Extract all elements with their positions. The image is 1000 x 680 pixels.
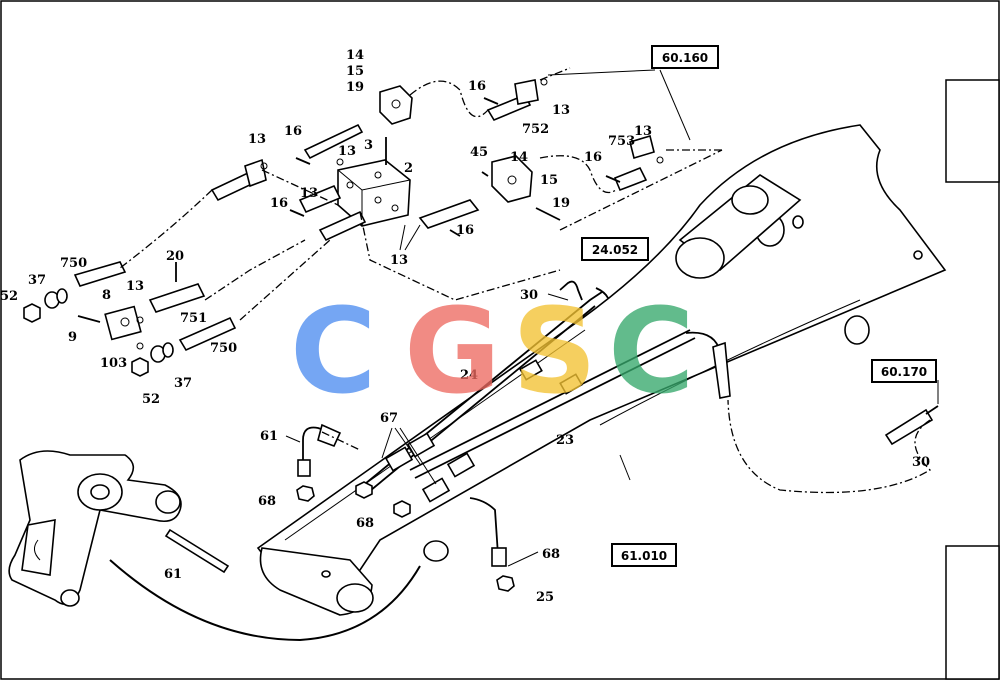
callout: 14 xyxy=(510,150,528,165)
callout: 13 xyxy=(390,253,408,268)
clamp-14-top xyxy=(379,85,413,125)
watermark-logo: C G S C xyxy=(290,282,695,420)
callout: 16 xyxy=(456,223,474,238)
callout: 751 xyxy=(180,311,207,326)
callout: 52 xyxy=(142,392,160,407)
ref-box-24-052[interactable]: 24.052 xyxy=(581,237,649,261)
ref-box-24-052-label: 24.052 xyxy=(592,243,638,257)
callout: 103 xyxy=(100,356,127,371)
nuts-and-washers xyxy=(23,78,664,377)
callout: 15 xyxy=(346,64,364,79)
side-tab-top xyxy=(945,79,1000,183)
ref-box-60-170[interactable]: 60.170 xyxy=(871,359,937,383)
callout: 8 xyxy=(102,288,111,303)
callout: 16 xyxy=(284,124,302,139)
callout: 750 xyxy=(60,256,87,271)
watermark-letter: G xyxy=(404,282,501,420)
ref-box-60-160[interactable]: 60.160 xyxy=(651,45,719,69)
callout: 30 xyxy=(912,455,930,470)
watermark-letter: S xyxy=(512,282,597,420)
callout: 23 xyxy=(556,433,574,448)
callout: 19 xyxy=(552,196,570,211)
hose-fittings xyxy=(73,79,655,352)
callout: 13 xyxy=(552,103,570,118)
callout: 16 xyxy=(584,150,602,165)
callout-labels: 14 15 19 16 13 752 3 13 16 13 2 45 14 15… xyxy=(0,48,930,605)
elbow-pipe-lower xyxy=(469,497,515,592)
callout: 2 xyxy=(404,161,413,176)
callout: 25 xyxy=(536,590,554,605)
callout: 61 xyxy=(260,429,278,444)
clamp-14-right xyxy=(491,155,561,221)
callout: 16 xyxy=(468,79,486,94)
routing-lines xyxy=(119,67,932,494)
callout: 752 xyxy=(522,122,549,137)
callout: 52 xyxy=(0,289,18,304)
callout: 753 xyxy=(608,134,635,149)
ref-box-60-160-label: 60.160 xyxy=(662,51,708,65)
callout: 13 xyxy=(338,144,356,159)
callout: 9 xyxy=(68,330,77,345)
ref-box-60-170-label: 60.170 xyxy=(881,365,927,379)
callout: 750 xyxy=(210,341,237,356)
callout: 68 xyxy=(542,547,560,562)
callout: 30 xyxy=(520,288,538,303)
adapter-30-right xyxy=(884,405,939,446)
callout: 45 xyxy=(470,145,488,160)
pipe-lines xyxy=(109,280,731,642)
watermark-letter: C xyxy=(608,282,695,420)
callout: 67 xyxy=(380,411,398,426)
callout: 61 xyxy=(164,567,182,582)
boom-arm xyxy=(256,124,947,616)
ref-box-61-010-label: 61.010 xyxy=(621,549,667,563)
callout: 15 xyxy=(540,173,558,188)
callout: 68 xyxy=(356,516,374,531)
side-tab-bottom xyxy=(945,545,1000,680)
callout: 37 xyxy=(174,376,192,391)
mount-bracket xyxy=(8,450,182,607)
nuts-68-mid xyxy=(355,481,411,518)
callout: 13 xyxy=(634,124,652,139)
pin-25 xyxy=(164,528,230,574)
callout: 24 xyxy=(460,368,478,383)
ref-box-61-010[interactable]: 61.010 xyxy=(611,543,677,567)
callout: 13 xyxy=(248,132,266,147)
callout: 16 xyxy=(270,196,288,211)
callout: 14 xyxy=(346,48,364,63)
callout: 13 xyxy=(300,186,318,201)
watermark-letter: C xyxy=(290,282,377,420)
callout: 68 xyxy=(258,494,276,509)
callout: 3 xyxy=(364,138,373,153)
callout: 37 xyxy=(28,273,46,288)
callout: 20 xyxy=(166,249,184,264)
elbow-pipe-upper xyxy=(296,423,342,502)
callout: 19 xyxy=(346,80,364,95)
callout: 13 xyxy=(126,279,144,294)
valve-block-2 xyxy=(337,137,411,227)
